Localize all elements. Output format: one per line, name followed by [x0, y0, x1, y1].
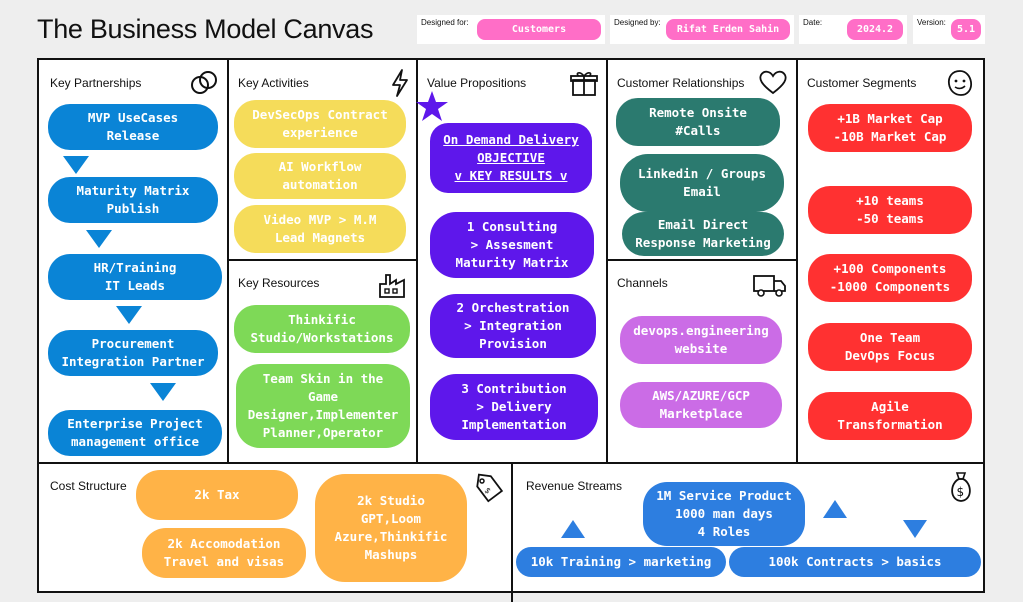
flow-arrow-down [63, 156, 89, 174]
value-item[interactable]: 1 Consulting > Assesment Maturity Matrix [430, 212, 594, 278]
designed-for-box: Designed for: Customers [417, 15, 605, 44]
date-box: Date: 2024.2 [799, 15, 907, 44]
cost-item[interactable]: 2k Tax [136, 470, 298, 520]
flow-arrow-up [823, 500, 847, 518]
link-icon [191, 71, 217, 94]
designed-by-value[interactable]: Rifat Erden Sahin [666, 19, 790, 40]
resource-item[interactable]: Team Skin in the Game Designer,Implement… [236, 364, 410, 448]
partnership-item[interactable]: Enterprise Project management office [48, 410, 222, 456]
section-key-partnerships: Key Partnerships [50, 76, 142, 90]
channel-item[interactable]: AWS/AZURE/GCP Marketplace [620, 382, 782, 428]
date-value[interactable]: 2024.2 [847, 19, 903, 40]
relationship-item[interactable]: Email Direct Response Marketing [622, 212, 784, 256]
divider [227, 60, 229, 462]
channel-item[interactable]: devops.engineering website [620, 316, 782, 364]
divider [511, 462, 513, 602]
section-cost-structure: Cost Structure [50, 479, 127, 493]
section-customer-segments: Customer Segments [807, 76, 917, 90]
price-tag-icon: $ [476, 473, 504, 503]
flow-arrow-down [903, 520, 927, 538]
svg-text:$: $ [483, 486, 493, 496]
page-title: The Business Model Canvas [37, 14, 374, 44]
activity-item[interactable]: Video MVP > M.M Lead Magnets [234, 205, 406, 253]
segment-item[interactable]: +1B Market Cap -10B Market Cap [808, 104, 972, 152]
partnership-item[interactable]: MVP UseCases Release [48, 104, 218, 150]
gift-icon [570, 72, 598, 96]
cost-item[interactable]: 2k Studio GPT,Loom Azure,Thinkific Mashu… [315, 474, 467, 582]
activity-item[interactable]: AI Workflow automation [234, 153, 406, 199]
version-label: Version: [917, 18, 946, 27]
activity-item[interactable]: DevSecOps Contract experience [234, 100, 406, 148]
resource-item[interactable]: Thinkific Studio/Workstations [234, 305, 410, 353]
svg-text:$: $ [957, 485, 965, 499]
flow-arrow-down [86, 230, 112, 248]
designed-for-label: Designed for: [421, 18, 469, 27]
section-channels: Channels [617, 276, 668, 290]
divider [416, 60, 418, 462]
revenue-item[interactable]: 1M Service Product 1000 man days 4 Roles [643, 482, 805, 546]
version-value[interactable]: 5.1 [951, 19, 981, 40]
divider [796, 60, 798, 462]
flow-arrow-up [561, 520, 585, 538]
money-bag-icon: $ [951, 472, 971, 502]
designed-by-box: Designed by: Rifat Erden Sahin [610, 15, 794, 44]
designed-for-value[interactable]: Customers [477, 19, 601, 40]
face-icon [947, 70, 973, 96]
divider [606, 259, 798, 261]
value-item[interactable]: 3 Contribution > Delivery Implementation [430, 374, 598, 440]
section-customer-relationships: Customer Relationships [617, 76, 745, 90]
version-box: Version: 5.1 [913, 15, 985, 44]
factory-icon [379, 274, 405, 298]
revenue-item[interactable]: 100k Contracts > basics [729, 547, 981, 577]
cost-item[interactable]: 2k Accomodation Travel and visas [142, 528, 306, 578]
revenue-item[interactable]: 10k Training > marketing [516, 547, 726, 577]
designed-by-label: Designed by: [614, 18, 661, 27]
section-value-propositions: Value Propositions [427, 76, 527, 90]
segment-item[interactable]: +10 teams -50 teams [808, 186, 972, 234]
date-label: Date: [803, 18, 823, 27]
truck-icon [753, 275, 786, 297]
lightning-icon [392, 69, 408, 97]
segment-item[interactable]: One Team DevOps Focus [808, 323, 972, 371]
canvas-board: Key Partnerships Key Activities Key Reso… [37, 58, 985, 602]
divider [227, 259, 418, 261]
flow-arrow-down [150, 383, 176, 401]
value-item[interactable]: 2 Orchestration > Integration Provision [430, 294, 596, 358]
segment-item[interactable]: +100 Components -1000 Components [808, 254, 972, 302]
flow-arrow-down [116, 306, 142, 324]
partnership-item[interactable]: Maturity Matrix Publish [48, 177, 218, 223]
section-key-resources: Key Resources [238, 276, 320, 290]
section-revenue-streams: Revenue Streams [526, 479, 623, 493]
section-key-activities: Key Activities [238, 76, 309, 90]
divider [606, 60, 608, 462]
star-icon [416, 91, 448, 121]
segment-item[interactable]: Agile Transformation [808, 392, 972, 440]
relationship-item[interactable]: Linkedin / Groups Email [620, 154, 784, 212]
value-item-objective[interactable]: On Demand Delivery OBJECTIVE v KEY RESUL… [430, 123, 592, 193]
partnership-item[interactable]: HR/Training IT Leads [48, 254, 222, 300]
relationship-item[interactable]: Remote Onsite #Calls [616, 98, 780, 146]
partnership-item[interactable]: Procurement Integration Partner [48, 330, 218, 376]
heart-icon [759, 70, 787, 95]
